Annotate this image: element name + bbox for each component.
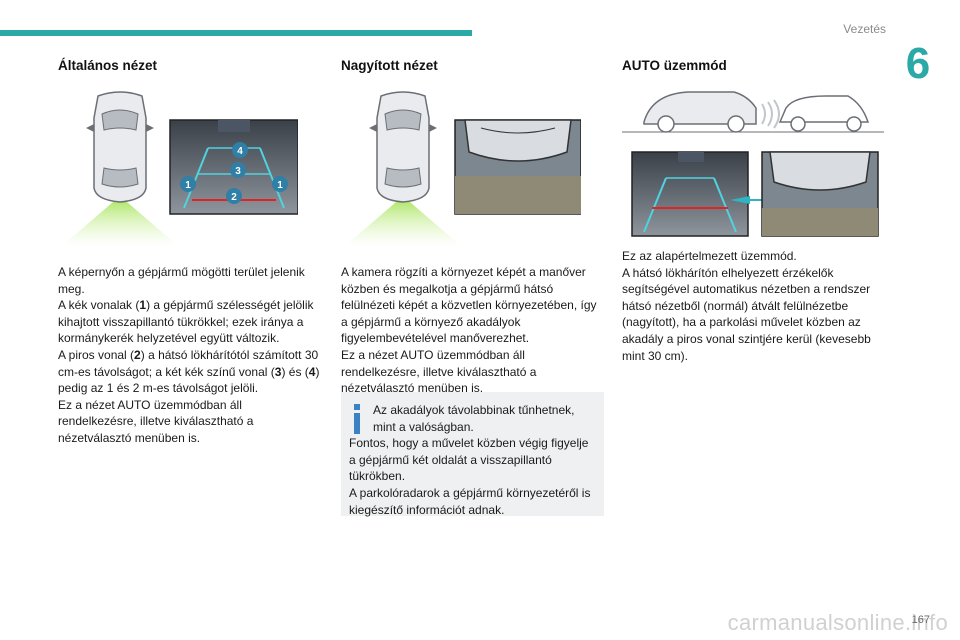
watermark: carmanualsonline.info	[727, 610, 948, 635]
camera-field-of-view	[62, 196, 178, 246]
callout-1-right: 1	[272, 176, 288, 192]
section-title: Vezetés	[843, 22, 886, 36]
paragraph: A képernyőn a gépjármű mögötti terület j…	[58, 265, 305, 296]
info-text: Fontos, hogy a művelet közben végig figy…	[349, 436, 589, 484]
reference-number: 4	[308, 364, 316, 379]
paragraph: Ez az alapértelmezett üzemmód.	[622, 249, 797, 263]
auto-mode-text: Ez az alapértelmezett üzemmód. A hátsó l…	[622, 248, 886, 364]
reference-number: 2	[134, 347, 141, 362]
svg-text:1: 1	[277, 180, 283, 191]
svg-text:1: 1	[185, 180, 191, 191]
info-box: Az akadályok távolabbinak tűnhetnek, min…	[341, 392, 604, 517]
callout-3: 3	[230, 162, 246, 178]
obstacle-car-side-view	[778, 95, 870, 132]
paragraph: A hátsó lökhárítón elhelyezett érzékelők…	[622, 265, 871, 363]
paragraph: A piros vonal (2) a hátsó lökhárítótól s…	[58, 347, 320, 396]
column-title: Nagyított nézet	[341, 58, 438, 73]
zoom-view-illustration	[345, 91, 581, 246]
info-text: Az akadályok távolabbinak tűnhetnek, min…	[373, 403, 575, 434]
top-view-screen	[761, 151, 879, 237]
svg-text:4: 4	[237, 146, 243, 157]
zoomed-camera-screen	[454, 119, 581, 215]
general-view-illustration: 4 3 1 1 2	[62, 91, 298, 246]
camera-field-of-view	[345, 196, 461, 246]
paragraph: Ez a nézet AUTO üzemmódban áll rendelkez…	[58, 397, 254, 445]
column-zoom-view: Nagyított nézet	[341, 58, 438, 73]
info-icon	[354, 404, 360, 434]
column-auto-mode: AUTO üzemmód	[622, 58, 727, 73]
zoom-view-text: A kamera rögzíti a környezet képét a man…	[341, 264, 603, 397]
column-general-view: Általános nézet	[58, 58, 157, 73]
chapter-number: 6	[905, 39, 931, 88]
paragraph: A kék vonalak (1) a gépjármű szélességét…	[58, 298, 314, 346]
car-top-view	[369, 91, 437, 203]
general-view-text: A képernyőn a gépjármű mögötti terület j…	[58, 264, 320, 447]
column-title: AUTO üzemmód	[622, 58, 727, 73]
callout-1-left: 1	[180, 176, 196, 192]
header-accent-bar	[0, 30, 472, 36]
callout-2: 2	[226, 188, 242, 204]
svg-text:3: 3	[235, 166, 241, 177]
info-box-first-line: Az akadályok távolabbinak tűnhetnek, min…	[349, 402, 596, 435]
reference-number: 3	[274, 364, 282, 379]
reference-number: 1	[139, 298, 147, 313]
parking-car-side-view	[643, 91, 780, 133]
car-top-view	[86, 91, 154, 203]
svg-text:2: 2	[231, 192, 237, 203]
page-number: 167	[911, 614, 930, 626]
auto-mode-illustration	[622, 91, 884, 237]
rear-view-screen	[631, 151, 749, 237]
paragraph: A kamera rögzíti a környezet képét a man…	[341, 265, 597, 346]
paragraph: Ez a nézet AUTO üzemmódban áll rendelkez…	[341, 347, 537, 396]
column-title: Általános nézet	[58, 58, 158, 73]
info-text: A parkolóradarok a gépjármű környezetérő…	[349, 485, 591, 517]
callout-4: 4	[232, 142, 248, 158]
